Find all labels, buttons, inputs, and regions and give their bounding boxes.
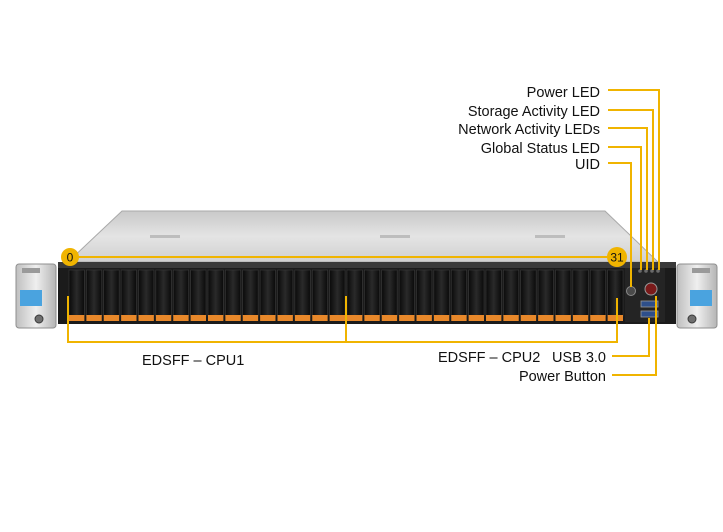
drive-bay[interactable]	[381, 269, 398, 321]
drive-bay[interactable]	[555, 269, 572, 321]
power-button[interactable]	[644, 282, 658, 296]
callout-lines	[608, 89, 660, 376]
drive-bay[interactable]	[346, 269, 363, 321]
drive-bay[interactable]	[242, 269, 259, 321]
drive-bay[interactable]	[86, 269, 103, 321]
drive-bay[interactable]	[416, 269, 433, 321]
drive-bay[interactable]	[225, 269, 242, 321]
drive-bay[interactable]	[503, 269, 520, 321]
power-button-callout	[612, 296, 657, 376]
storage-led-indicator	[650, 269, 654, 273]
drive-bay[interactable]	[329, 269, 346, 321]
drive-bay[interactable]	[450, 269, 467, 321]
uid-label: UID	[575, 157, 600, 173]
drive-bay[interactable]	[572, 269, 589, 321]
network-led-indicator	[644, 269, 648, 273]
drive-bay[interactable]	[364, 269, 381, 321]
drive-bay[interactable]	[120, 269, 137, 321]
power-led-label: Power LED	[526, 85, 600, 101]
power-led-callout	[608, 89, 660, 270]
global-status-led-callout	[608, 146, 642, 270]
drive-bay[interactable]	[607, 269, 624, 321]
drive-bay[interactable]	[277, 269, 294, 321]
network-led-callout	[608, 127, 648, 270]
front-panel-lip	[58, 262, 676, 268]
uid-callout	[608, 162, 632, 287]
drive-bay[interactable]	[311, 269, 328, 321]
drive-bay[interactable]	[537, 269, 554, 321]
bay-first-label: 0	[67, 251, 74, 265]
network-activity-leds-label: Network Activity LEDs	[458, 122, 600, 138]
usb-callout	[612, 318, 650, 357]
edsff-cpu2-label: EDSFF – CPU2	[438, 350, 541, 366]
uid-button[interactable]	[626, 286, 636, 296]
drive-bay[interactable]	[485, 269, 502, 321]
bay-last-marker	[607, 247, 627, 267]
drive-bay[interactable]	[138, 269, 155, 321]
chassis-top-vent	[535, 235, 565, 238]
drive-bay[interactable]	[589, 269, 606, 321]
power-led-indicator	[656, 269, 660, 273]
drive-bay[interactable]	[520, 269, 537, 321]
left-rack-ear	[15, 263, 57, 329]
power-button-label: Power Button	[518, 369, 606, 385]
storage-led-callout	[608, 109, 654, 270]
usb-port[interactable]	[640, 310, 659, 318]
drive-bay[interactable]	[433, 269, 450, 321]
edsff-cpu2-bracket	[345, 296, 618, 343]
drive-bay[interactable]	[294, 269, 311, 321]
usb-port[interactable]	[640, 300, 659, 308]
edsff-cpu1-bracket	[67, 296, 346, 343]
edsff-cpu1-label: EDSFF – CPU1	[142, 353, 245, 369]
bay-first-marker	[61, 248, 79, 266]
global-status-led-indicator	[638, 269, 642, 273]
usb-label: USB 3.0	[552, 350, 606, 366]
drive-bay-group	[68, 269, 624, 321]
drive-bay[interactable]	[207, 269, 224, 321]
bay-last-label: 31	[610, 251, 624, 265]
drive-bay[interactable]	[155, 269, 172, 321]
storage-activity-led-label: Storage Activity LED	[467, 104, 600, 120]
chassis-top-vent	[150, 235, 180, 238]
drive-bay[interactable]	[172, 269, 189, 321]
drive-bay[interactable]	[259, 269, 276, 321]
global-status-led-label: Global Status LED	[480, 141, 600, 157]
drive-bay[interactable]	[68, 269, 85, 321]
drive-bay[interactable]	[398, 269, 415, 321]
chassis-top-vent	[380, 235, 410, 238]
drive-bay[interactable]	[190, 269, 207, 321]
right-rack-ear	[676, 263, 718, 329]
drive-bay[interactable]	[468, 269, 485, 321]
drive-bay[interactable]	[103, 269, 120, 321]
